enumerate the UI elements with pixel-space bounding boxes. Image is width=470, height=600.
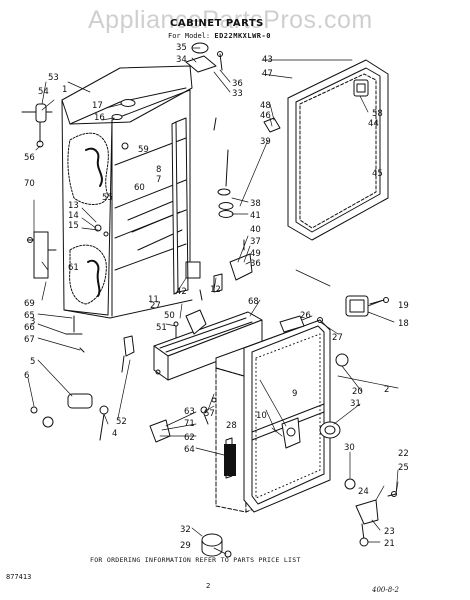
callout: 40	[250, 225, 261, 235]
callout: 66	[24, 323, 35, 333]
callout: 6	[24, 371, 29, 381]
model-line: For Model: ED22MKXLWR-0	[168, 32, 271, 40]
handwritten-note: 400-8-2	[372, 586, 399, 594]
callout: 46	[260, 111, 271, 121]
callout: 55	[102, 193, 113, 203]
callout: 16	[94, 113, 105, 123]
callout: 70	[24, 179, 35, 189]
callout: 48	[260, 101, 271, 111]
callout: 18	[398, 319, 409, 329]
callout: 62	[184, 433, 195, 443]
callout: 11	[148, 295, 159, 305]
callout: 5	[30, 357, 35, 367]
callout: 49	[250, 249, 261, 259]
model-label: For Model:	[168, 32, 211, 40]
bracket-50	[173, 309, 207, 339]
callout: 33	[232, 89, 243, 99]
callout: 54	[38, 87, 49, 97]
callout: 39	[260, 137, 271, 147]
document-code: 877413	[6, 573, 32, 581]
callout: 53	[48, 73, 59, 83]
callout: 15	[68, 221, 79, 231]
callout: 59	[138, 145, 149, 155]
diagram-title: CABINET PARTS	[170, 18, 264, 29]
lower-hinge	[149, 397, 217, 443]
callout: 43	[262, 55, 273, 65]
callout: 41	[250, 211, 261, 221]
callout: 26	[300, 311, 311, 321]
cabinet-liner	[61, 65, 201, 319]
trim-stamp	[224, 444, 236, 476]
callout: 4	[112, 429, 117, 439]
callout: 28	[226, 421, 237, 431]
callout: 36	[250, 259, 261, 269]
ordering-note: FOR ORDERING INFORMATION REFER TO PARTS …	[90, 556, 301, 564]
callout: 69	[24, 299, 35, 309]
callout: 58	[372, 109, 383, 119]
leader-lines	[27, 47, 399, 555]
watermark: AppliancePartsPros.com	[88, 6, 373, 34]
callout: 65	[24, 311, 35, 321]
callout: 10	[256, 411, 267, 421]
top-hinge-hardware	[185, 42, 223, 73]
callout: 7	[156, 175, 161, 185]
callout: 31	[350, 399, 361, 409]
callout: 1	[62, 85, 67, 95]
callout: 64	[184, 445, 195, 455]
callout: 22	[398, 449, 409, 459]
callout: 23	[384, 527, 395, 537]
callout: 44	[368, 119, 379, 129]
callout: 2	[384, 385, 389, 395]
callout: 24	[358, 487, 369, 497]
left-hardware	[21, 103, 135, 441]
callout: 19	[398, 301, 409, 311]
callout: 12	[210, 285, 221, 295]
right-hardware	[279, 295, 397, 547]
callout: 63	[184, 407, 195, 417]
door-gasket	[287, 59, 389, 241]
model-number: ED22MKXLWR-0	[214, 32, 271, 40]
callout: 17	[92, 101, 103, 111]
callout: 8	[156, 165, 161, 175]
callout: 67	[24, 335, 35, 345]
callout: 21	[384, 539, 395, 549]
callout: 37	[250, 237, 261, 247]
callout: 60	[134, 183, 145, 193]
callout: 14	[68, 211, 79, 221]
callout: 9	[292, 389, 297, 399]
callout: 68	[248, 297, 259, 307]
callout: 30	[344, 443, 355, 453]
door-assembly	[201, 319, 356, 558]
callout: 13	[68, 201, 79, 211]
callout: 29	[180, 541, 191, 551]
callout-labels: 1 2 3 4 5 6 7 8 9 10 11 12 13 14 15 16 1…	[24, 43, 409, 551]
callout: 34	[176, 55, 187, 65]
callout: 27	[150, 301, 161, 311]
callout: 27	[332, 333, 343, 343]
page-number: 2	[206, 582, 211, 590]
callout: 51	[156, 323, 167, 333]
callout: 32	[180, 525, 191, 535]
callout: 61	[68, 263, 79, 273]
callout: 45	[372, 169, 383, 179]
callout: 56	[24, 153, 35, 163]
cross-rail	[153, 311, 263, 381]
callout: 47	[262, 69, 273, 79]
callout: 57	[204, 409, 215, 419]
callout: 36	[232, 79, 243, 89]
callout: 35	[176, 43, 187, 53]
callout: 3	[30, 317, 35, 327]
callout: 42	[176, 287, 187, 297]
callout: 52	[116, 417, 127, 427]
callout: 38	[250, 199, 261, 209]
callout: 20	[352, 387, 363, 397]
callout: 50	[164, 311, 175, 321]
hinge-block-58	[353, 79, 369, 97]
callout: 71	[184, 419, 195, 429]
callout: 25	[398, 463, 409, 473]
